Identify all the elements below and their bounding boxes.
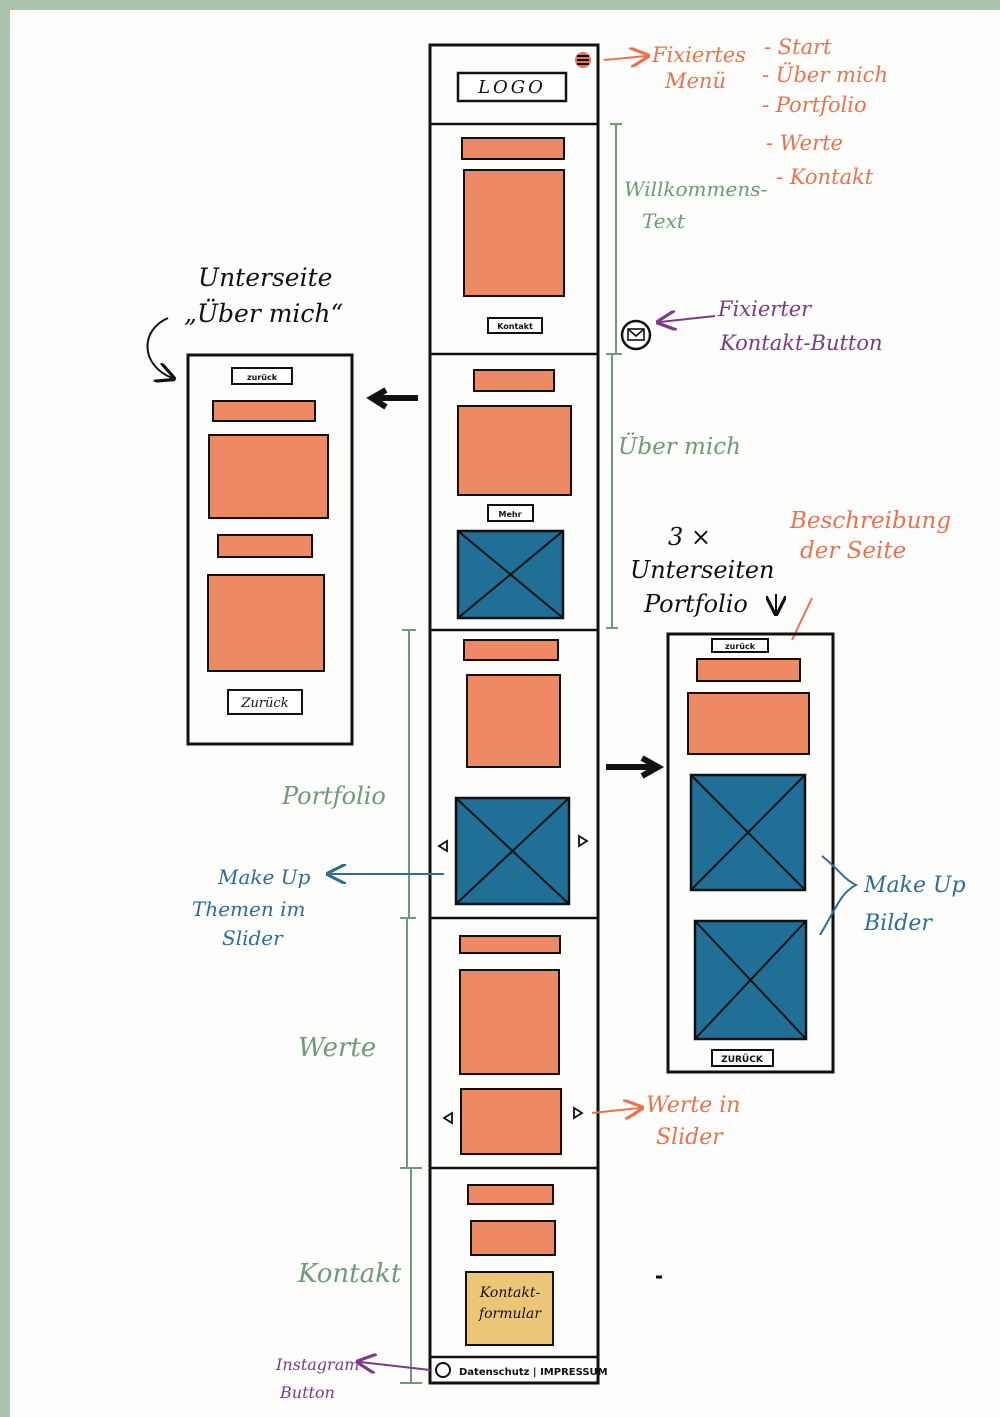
- about-subpage-text-block-2: [207, 574, 325, 672]
- arrow-to-portfolio-subpage: [606, 755, 665, 779]
- about-more-button[interactable]: [487, 504, 534, 522]
- contact-heading-block: [467, 1184, 554, 1205]
- intro-heading-block: [461, 137, 565, 160]
- fixed-contact-label-line1: Fixierter: [717, 297, 813, 321]
- values-slider-arrow: [591, 1108, 640, 1113]
- about-subpage-back-top-label: zurück: [247, 373, 278, 382]
- portfolio-subpage-wireframe: zurück ZURÜCK: [666, 632, 835, 1074]
- values-slider-line2: Slider: [656, 1125, 724, 1150]
- makeup-images-line2: Bilder: [863, 911, 933, 936]
- triangle-right-icon[interactable]: [573, 1106, 584, 1120]
- intro-text-block: [463, 169, 565, 297]
- page-description-line1: Beschreibung: [789, 508, 951, 534]
- portfolio-subpage-image-2: [693, 919, 808, 1041]
- portfolio-subpage-back-bottom[interactable]: [711, 1049, 774, 1067]
- fixed-menu-label-line2: Menü: [664, 69, 726, 93]
- portfolio-subpages-line2: Unterseiten: [630, 556, 775, 584]
- portfolio-heading-block: [463, 639, 559, 661]
- triangle-left-icon[interactable]: [442, 1111, 453, 1125]
- contact-form-label-line1: Kontakt-: [479, 1285, 541, 1301]
- fixed-contact-label-line2: Kontakt-Button: [719, 331, 883, 355]
- menu-item-contact: - Kontakt: [776, 165, 874, 189]
- makeup-themes-line1: Make Up: [217, 865, 311, 889]
- sketch-sheet: LOGO Kontakt Mehr: [10, 10, 1000, 1417]
- main-page-wireframe: LOGO Kontakt Mehr: [428, 43, 608, 1385]
- envelope-icon[interactable]: [620, 319, 652, 351]
- contact-bracket: [400, 1167, 422, 1384]
- fixed-menu-label-line1: Fixiertes: [651, 43, 746, 67]
- about-me-label: Über mich: [618, 433, 741, 460]
- footer-links[interactable]: Datenschutz | IMPRESSUM: [459, 1367, 608, 1378]
- about-subpage-frame: [186, 353, 354, 746]
- page-description-line2: der Seite: [800, 538, 906, 564]
- about-subpage-curved-arrow: [146, 317, 172, 378]
- instagram-label-line2: Button: [279, 1383, 335, 1402]
- about-subpage-text-block-1: [208, 434, 329, 519]
- contact-label: Kontakt: [297, 1259, 402, 1289]
- portfolio-slider-image[interactable]: [454, 796, 571, 906]
- welcome-text-label-line2: Text: [642, 209, 686, 233]
- about-subpage-title-line2: „Über mich“: [184, 299, 343, 328]
- logo-box[interactable]: [456, 71, 568, 103]
- values-label: Werte: [298, 1033, 376, 1063]
- about-subpage-back-bottom[interactable]: [227, 689, 303, 715]
- portfolio-subpage-back-top-label: zurück: [725, 642, 756, 651]
- portfolio-subpage-heading-block: [696, 658, 801, 682]
- about-bracket: [606, 353, 618, 629]
- main-page-frame: [428, 43, 600, 1385]
- about-more-button-label: Mehr: [498, 510, 521, 519]
- intro-contact-button[interactable]: [487, 317, 543, 334]
- values-heading-block: [459, 935, 561, 954]
- triangle-left-icon[interactable]: [437, 839, 448, 853]
- about-text-block: [457, 405, 572, 496]
- intro-contact-button-label: Kontakt: [497, 322, 533, 331]
- about-subpage-back-top[interactable]: [231, 367, 293, 385]
- contact-form-box[interactable]: [465, 1271, 554, 1346]
- hamburger-menu-icon[interactable]: [575, 52, 591, 68]
- portfolio-subpage-back-bottom-label: ZURÜCK: [721, 1054, 764, 1065]
- portfolio-subpages-line3: Portfolio: [643, 590, 748, 618]
- instagram-label-line1: Instagram: [275, 1355, 359, 1374]
- values-slider-block[interactable]: [460, 1088, 562, 1155]
- menu-arrow: [603, 56, 646, 60]
- portfolio-subpage-frame: [666, 632, 835, 1074]
- values-text-block: [459, 969, 560, 1075]
- contact-button-arrow: [660, 316, 716, 322]
- contact-text-block: [470, 1220, 556, 1256]
- values-bracket: [400, 917, 414, 1169]
- about-image-placeholder: [456, 529, 565, 620]
- menu-item-values: - Werte: [766, 131, 843, 155]
- menu-item-start: - Start: [764, 35, 832, 59]
- portfolio-subpages-line1: 3 ×: [668, 523, 711, 551]
- portfolio-subpage-description-block: [687, 692, 810, 755]
- about-heading-block: [473, 369, 555, 392]
- about-subpage-title-line1: Unterseite: [198, 263, 332, 292]
- portfolio-label: Portfolio: [281, 782, 386, 810]
- makeup-images-line1: Make Up: [863, 873, 966, 898]
- instagram-arrow: [360, 1362, 431, 1370]
- about-subpage-wireframe: zurück Zurück: [186, 353, 354, 746]
- about-subpage-back-bottom-label: Zurück: [240, 696, 288, 711]
- about-subpage-heading-block: [212, 400, 316, 422]
- wireframe-canvas: LOGO Kontakt Mehr: [146, 35, 966, 1402]
- contact-form-label-line2: formular: [478, 1306, 542, 1322]
- menu-item-portfolio: - Portfolio: [762, 93, 867, 117]
- portfolio-text-block: [466, 674, 561, 768]
- portfolio-subpage-back-top[interactable]: [711, 638, 769, 653]
- about-subpage-subheading-block: [217, 534, 313, 558]
- instagram-icon[interactable]: [435, 1362, 451, 1378]
- makeup-themes-line2: Themen im: [192, 897, 305, 921]
- logo-text: LOGO: [477, 77, 546, 98]
- welcome-bracket: [610, 123, 622, 355]
- makeup-themes-line3: Slider: [222, 926, 284, 950]
- welcome-text-label-line1: Willkommens-: [624, 177, 767, 201]
- values-slider-line1: Werte in: [646, 1093, 740, 1118]
- menu-item-about: - Über mich: [762, 62, 888, 87]
- makeup-images-brace: [819, 855, 859, 936]
- portfolio-subpage-image-1: [689, 773, 807, 892]
- arrow-to-about-subpage: [366, 387, 418, 410]
- triangle-right-icon[interactable]: [578, 834, 589, 848]
